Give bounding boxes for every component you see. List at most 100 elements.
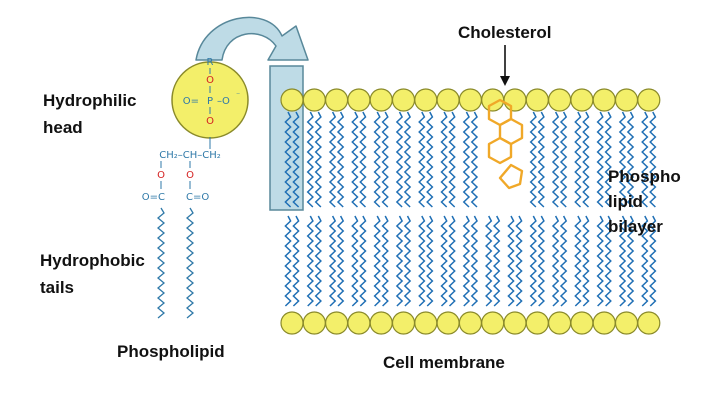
- lower-tail-8-0: [462, 215, 471, 307]
- lower-tail-0-0: [284, 215, 292, 307]
- lower-head-0: [280, 311, 304, 335]
- upper-head-10: [503, 88, 527, 112]
- upper-head-16: [637, 88, 661, 112]
- label-hydrophilic-head-line2: head: [43, 118, 83, 137]
- lower-tail-8-1: [470, 215, 479, 307]
- upper-tail-14-0: [596, 111, 604, 208]
- lower-tail-13-0: [574, 215, 582, 307]
- lower-tail-5-1: [403, 215, 412, 307]
- upper-tail-3-1: [359, 111, 367, 208]
- upper-tail-1-1: [314, 111, 322, 208]
- lower-tail-11-1: [537, 215, 545, 307]
- lower-head-3: [347, 311, 371, 335]
- lower-tail-13-1: [582, 215, 590, 307]
- label-cholesterol: Cholesterol: [458, 23, 552, 42]
- head-formula: R O O= P –O ⁻ O: [183, 57, 240, 127]
- lower-head-7: [436, 311, 460, 335]
- upper-head-8: [458, 88, 482, 112]
- upper-tail-5-0: [395, 111, 404, 208]
- formula-carbonyl-left: O=C: [142, 192, 165, 203]
- upper-head-15: [614, 88, 639, 112]
- lower-tail-4-1: [381, 215, 389, 307]
- lower-leaflet-heads: [280, 311, 661, 335]
- lower-tail-5-0: [395, 215, 404, 307]
- lower-tail-7-0: [440, 215, 448, 307]
- lower-tail-16-0: [641, 215, 649, 307]
- formula-carbonyl-right: C=O: [186, 192, 209, 203]
- cholesterol-pointer-head: [500, 76, 510, 86]
- lower-tail-12-1: [559, 215, 568, 307]
- upper-head-13: [570, 88, 594, 112]
- upper-head-14: [592, 88, 616, 112]
- formula-o-ester-right: O: [186, 170, 194, 181]
- formula-o-top: O: [206, 75, 214, 86]
- lower-head-6: [414, 311, 438, 335]
- lower-tail-10-0: [507, 215, 515, 307]
- lower-tail-14-0: [596, 215, 604, 307]
- upper-tail-6-1: [426, 111, 434, 208]
- lower-tail-3-1: [359, 215, 367, 307]
- lower-leaflet-tails: [284, 215, 657, 307]
- lower-tail-15-1: [626, 215, 635, 307]
- upper-tail-11-0: [529, 111, 537, 208]
- upper-head-7: [436, 88, 460, 112]
- upper-tail-8-1: [470, 111, 479, 208]
- lower-head-5: [391, 311, 416, 335]
- lower-tail-9-1: [493, 215, 501, 307]
- upper-tail-7-1: [448, 111, 456, 208]
- formula-o-right: –O: [217, 96, 230, 107]
- lower-tail-16-1: [649, 215, 657, 307]
- lower-head-8: [458, 311, 482, 335]
- lower-tail-3-0: [351, 215, 359, 307]
- phospholipid-tails: [156, 207, 195, 319]
- lower-tail-15-0: [618, 215, 627, 307]
- lower-tail-12-0: [551, 215, 560, 307]
- label-bilayer-line2: lipid: [608, 192, 643, 211]
- lower-tail-11-0: [529, 215, 537, 307]
- single-tail-0: [156, 207, 166, 319]
- upper-tail-14-1: [604, 111, 612, 208]
- upper-tail-0-0: [284, 111, 292, 208]
- upper-head-11: [525, 88, 549, 112]
- lower-tail-10-1: [515, 215, 523, 307]
- formula-p: P: [207, 96, 213, 107]
- label-hydrophobic-tails-line1: Hydrophobic: [40, 251, 145, 270]
- upper-tail-4-0: [373, 111, 381, 208]
- lower-head-13: [570, 311, 594, 335]
- lower-head-16: [637, 311, 661, 335]
- formula-backbone: CH₂–CH–CH₂: [159, 150, 221, 161]
- upper-head-12: [547, 88, 572, 112]
- upper-tail-0-1: [292, 111, 300, 208]
- label-bilayer-line3: bilayer: [608, 217, 663, 236]
- lower-tail-2-0: [328, 215, 337, 307]
- single-tail-1: [185, 207, 195, 319]
- lower-tail-1-0: [306, 215, 314, 307]
- formula-o-left: O=: [183, 96, 199, 107]
- lower-tail-0-1: [292, 215, 300, 307]
- upper-tail-3-0: [351, 111, 359, 208]
- upper-tail-5-1: [403, 111, 412, 208]
- upper-tail-8-0: [462, 111, 471, 208]
- label-hydrophilic-head-line1: Hydrophilic: [43, 91, 137, 110]
- upper-tail-13-1: [582, 111, 590, 208]
- transfer-arrow: [195, 16, 309, 61]
- label-bilayer-line1: Phospho: [608, 167, 681, 186]
- upper-head-2: [325, 88, 349, 112]
- label-cell-membrane: Cell membrane: [383, 353, 505, 372]
- lower-tail-6-0: [418, 215, 426, 307]
- upper-tail-15-1: [626, 111, 635, 208]
- lower-tail-4-0: [373, 215, 381, 307]
- lower-tail-7-1: [448, 215, 456, 307]
- formula-r: R: [207, 57, 214, 68]
- upper-leaflet-tails: [284, 111, 657, 208]
- formula-o-ester-left: O: [157, 170, 165, 181]
- upper-tail-15-0: [618, 111, 627, 208]
- upper-head-0: [280, 88, 304, 112]
- upper-tail-16-1: [649, 111, 657, 208]
- label-hydrophobic-tails-line2: tails: [40, 278, 74, 297]
- upper-tail-12-1: [559, 111, 568, 208]
- lower-head-4: [369, 311, 393, 335]
- upper-tail-12-0: [551, 111, 560, 208]
